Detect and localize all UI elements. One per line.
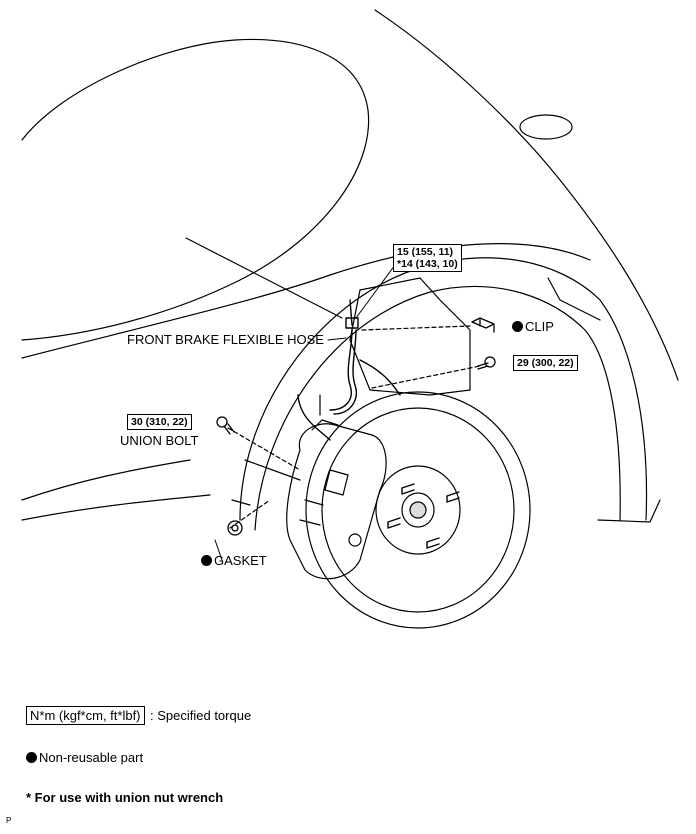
leader-lines — [227, 325, 481, 529]
wheel-arch — [231, 257, 661, 531]
clip-label: CLIP — [512, 319, 554, 334]
gasket-text: GASKET — [214, 553, 267, 568]
wheel-studs — [387, 483, 460, 549]
nonreusable-dot-icon — [26, 752, 37, 763]
gasket-part — [227, 520, 243, 536]
clip-part — [471, 317, 495, 333]
torque-value-30: 30 (310, 22) — [131, 416, 188, 428]
torque-callout-30: 30 (310, 22) — [127, 414, 192, 430]
nonreusable-legend: Non-reusable part — [26, 750, 143, 765]
bolt-29 — [477, 356, 496, 370]
brake-caliper — [286, 394, 387, 580]
nonreusable-dot-icon — [201, 555, 212, 566]
torque-legend-text: : Specified torque — [150, 708, 252, 723]
callout-leaders — [214, 264, 396, 561]
torque-value-29: 29 (300, 22) — [517, 357, 574, 369]
torque-callout-29: 29 (300, 22) — [513, 355, 578, 371]
torque-value-15: 15 (155, 11) — [397, 246, 454, 258]
clip-text: CLIP — [525, 319, 554, 334]
torque-callout-15-14: 15 (155, 11) *14 (143, 10) — [393, 244, 462, 272]
torque-value-14: *14 (143, 10) — [397, 258, 458, 270]
union-bolt-part — [216, 416, 235, 435]
front-brake-flexible-hose-label: FRONT BRAKE FLEXIBLE HOSE — [127, 332, 324, 347]
footer-code: P — [6, 816, 12, 825]
nonreusable-text: Non-reusable part — [39, 750, 144, 765]
brake-hose — [297, 299, 401, 441]
gasket-label: GASKET — [201, 553, 267, 568]
torque-legend-box: N*m (kgf*cm, ft*lbf) — [26, 706, 145, 725]
brake-disc — [305, 391, 531, 629]
car-body-outline — [21, 9, 679, 521]
nonreusable-dot-icon — [512, 321, 523, 332]
union-bolt-label: UNION BOLT — [120, 433, 199, 448]
union-nut-note: * For use with union nut wrench — [26, 790, 224, 805]
